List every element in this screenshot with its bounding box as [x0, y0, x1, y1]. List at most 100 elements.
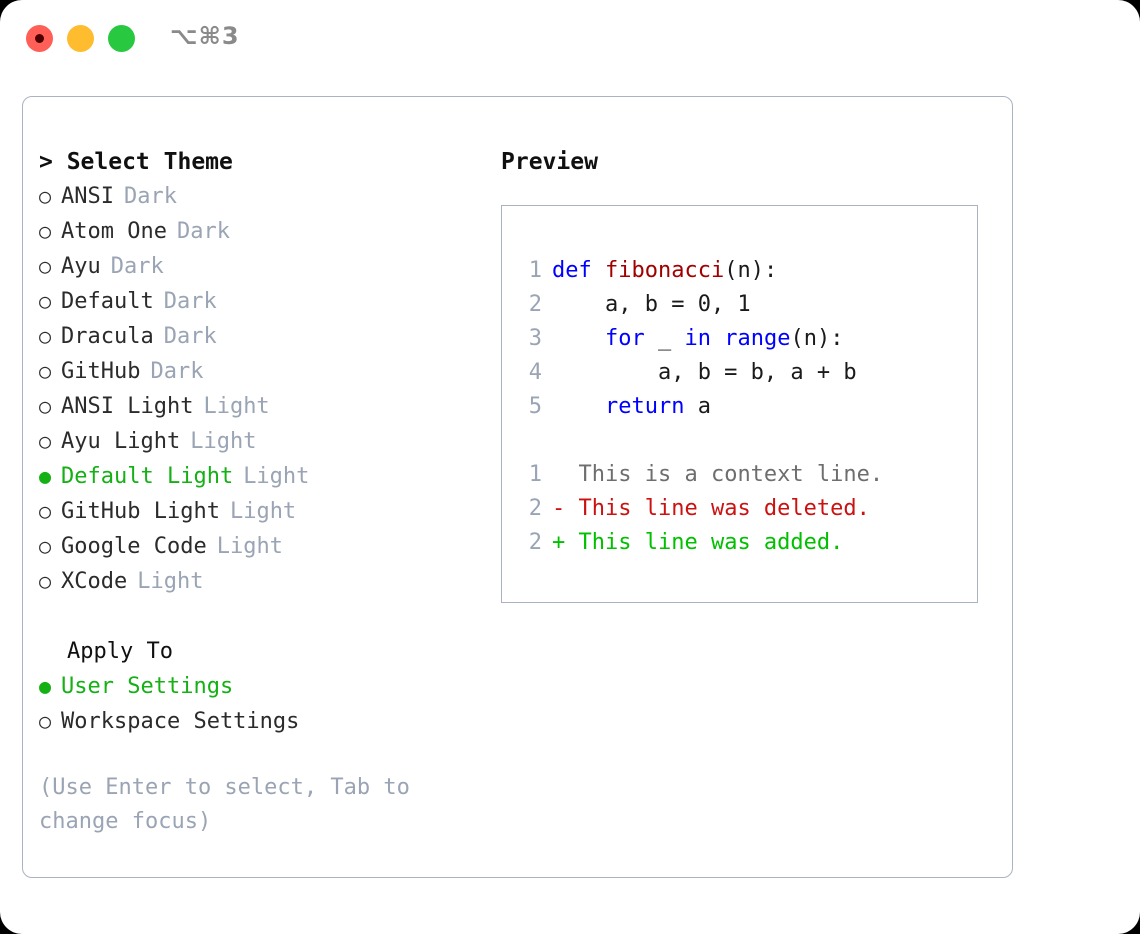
diff-text: This is a context line. [578, 462, 884, 487]
theme-option-ayu[interactable]: ○ Ayu Dark [39, 249, 489, 284]
code-token: in [684, 326, 711, 351]
theme-option-label: Google Code [61, 534, 207, 559]
theme-variant-tag: Light [243, 464, 310, 489]
line-number: 4 [528, 360, 542, 385]
code-line: 1 def fibonacci(n): [520, 254, 883, 288]
section-spacer [39, 599, 489, 635]
apply-to-option-label: User Settings [61, 674, 234, 699]
apply-to-option-workspace-settings[interactable]: ○ Workspace Settings [39, 704, 489, 739]
radio-icon: ○ [39, 254, 52, 278]
code-token: fibonacci [604, 258, 725, 283]
theme-variant-tag: Dark [123, 184, 177, 209]
code-line: 5 return a [520, 390, 883, 424]
radio-icon: ○ [39, 324, 52, 348]
close-button[interactable] [26, 25, 53, 52]
code-sample: 1 def fibonacci(n): 2 a, b = 0, 1 3 for _ i… [520, 254, 883, 560]
diff-line: 2- This line was deleted. [520, 492, 883, 526]
code-token: a [684, 394, 711, 419]
theme-option-ansi-light[interactable]: ○ ANSI Light Light [39, 389, 489, 424]
theme-option-label: ANSI Light [61, 394, 194, 419]
apply-to-list: ● User Settings ○ Workspace Settings [39, 669, 489, 739]
radio-icon: ○ [39, 359, 52, 383]
code-token: (n): [724, 258, 778, 283]
theme-variant-tag: Light [216, 534, 283, 559]
radio-selected-icon: ● [39, 674, 52, 698]
window-controls [26, 25, 135, 52]
code-token [711, 326, 724, 351]
line-number: 1 [528, 258, 542, 283]
theme-option-label: GitHub Light [61, 499, 220, 524]
line-number: 1 [528, 462, 542, 487]
code-token: for [604, 326, 645, 351]
theme-option-label: Default Light [61, 464, 234, 489]
theme-variant-tag: Light [229, 499, 297, 524]
apply-to-option-user-settings[interactable]: ● User Settings [39, 669, 489, 704]
diff-text: This line was deleted. [578, 496, 870, 521]
theme-option-google-code[interactable]: ○ Google Code Light [39, 529, 489, 564]
theme-option-label: XCode [61, 569, 128, 594]
theme-option-default[interactable]: ○ Default Dark [39, 284, 489, 319]
line-number: 2 [528, 530, 542, 555]
minimize-button[interactable] [67, 25, 94, 52]
code-token: _ [644, 326, 685, 351]
code-token [552, 394, 605, 419]
radio-selected-icon: ● [39, 464, 52, 488]
code-token: a, b = 0, 1 [552, 292, 751, 317]
theme-option-github[interactable]: ○ GitHub Dark [39, 354, 489, 389]
code-diff-spacer [520, 424, 883, 458]
diff-line: 1 This is a context line. [520, 458, 883, 492]
radio-icon: ○ [39, 709, 52, 733]
code-token: range [724, 326, 791, 351]
theme-option-github-light[interactable]: ○ GitHub Light Light [39, 494, 489, 529]
theme-option-default-light[interactable]: ● Default Light Light [39, 459, 489, 494]
theme-variant-tag: Dark [176, 219, 230, 244]
theme-variant-tag: Light [190, 429, 257, 454]
theme-option-label: Atom One [61, 219, 167, 244]
radio-icon: ○ [39, 289, 52, 313]
theme-option-ayu-light[interactable]: ○ Ayu Light Light [39, 424, 489, 459]
code-token: a, b = b, a + b [552, 360, 857, 385]
line-number: 2 [528, 292, 542, 317]
apply-to-header: Apply To [67, 639, 173, 664]
theme-option-label: Ayu [61, 254, 101, 279]
radio-icon: ○ [39, 569, 52, 593]
diff-text: This line was added. [578, 530, 844, 555]
keyboard-hint: (Use Enter to select, Tab to change focu… [39, 775, 424, 834]
theme-variant-tag: Light [203, 394, 270, 419]
theme-option-atom-one[interactable]: ○ Atom One Dark [39, 214, 489, 249]
radio-icon: ○ [39, 429, 52, 453]
preview-box: 1 def fibonacci(n): 2 a, b = 0, 1 3 for _ i… [501, 205, 978, 603]
code-token: return [604, 394, 685, 419]
radio-icon: ○ [39, 394, 52, 418]
preview-title: Preview [501, 149, 598, 175]
line-number: 3 [528, 326, 542, 351]
diff-marker: + [552, 530, 579, 555]
radio-icon: ○ [39, 219, 52, 243]
theme-option-label: GitHub [61, 359, 141, 384]
apply-to-option-label: Workspace Settings [61, 709, 300, 734]
code-token [552, 326, 605, 351]
theme-variant-tag: Dark [150, 359, 204, 384]
theme-variant-tag: Dark [110, 254, 164, 279]
theme-option-label: Dracula [61, 324, 154, 349]
code-token: def [552, 258, 605, 283]
shortcut-label: ⌥⌘3 [170, 22, 240, 50]
recording-indicator-icon [35, 34, 44, 43]
theme-option-label: ANSI [61, 184, 114, 209]
theme-picker-header: > Select Theme [39, 149, 233, 175]
radio-icon: ○ [39, 534, 52, 558]
line-number: 2 [528, 496, 542, 521]
radio-icon: ○ [39, 499, 52, 523]
theme-variant-tag: Dark [163, 289, 217, 314]
diff-marker: - [552, 496, 579, 521]
maximize-button[interactable] [108, 25, 135, 52]
code-line: 2 a, b = 0, 1 [520, 288, 883, 322]
theme-option-label: Ayu Light [61, 429, 181, 454]
theme-option-label: Default [61, 289, 154, 314]
